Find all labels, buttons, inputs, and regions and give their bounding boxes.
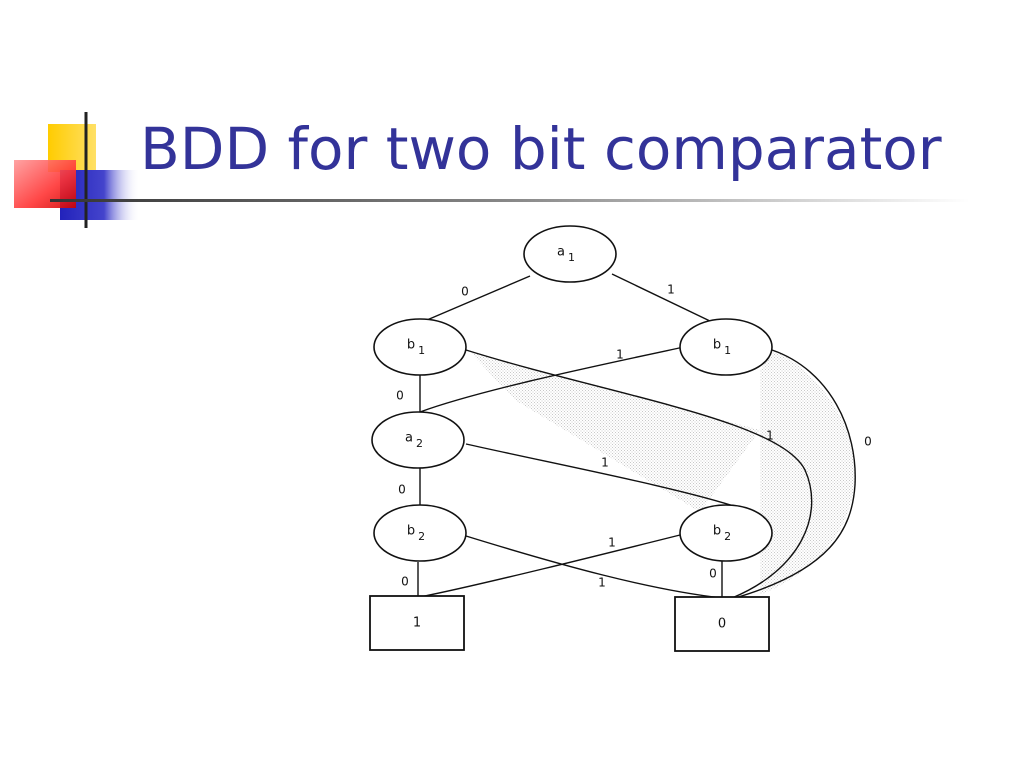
node-ellipse-b1R xyxy=(679,318,773,376)
shaded-region-right xyxy=(760,350,856,595)
terminal-box-t1 xyxy=(369,595,465,651)
edge-label-b2R-t0: 0 xyxy=(709,567,717,581)
edge-b2L-t0 xyxy=(465,535,723,599)
edge-a2-b2R xyxy=(465,443,741,509)
node-ellipse-a2 xyxy=(371,411,465,469)
terminal-box-t0 xyxy=(674,596,770,652)
edge-b2R-t1 xyxy=(419,533,685,598)
terminal-label-t1: 1 xyxy=(413,616,421,631)
corner-decoration xyxy=(14,112,140,228)
bdd-terminal-t1: 1 xyxy=(369,595,465,651)
edge-label-b1R-t0: 0 xyxy=(864,435,872,449)
edge-label-b1L-t0: 1 xyxy=(766,429,774,443)
shaded-region-middle xyxy=(470,352,760,512)
edge-b1R-a2 xyxy=(419,346,685,413)
edge-label-a2-b2R: 1 xyxy=(601,456,609,470)
node-ellipse-b2R xyxy=(679,504,773,562)
edge-label-b2L-t0: 1 xyxy=(598,576,606,590)
edges-layer xyxy=(417,273,856,599)
edge-b1L-t0 xyxy=(465,349,813,599)
edge-label-a1-b1L: 0 xyxy=(461,285,469,299)
node-ellipse-b1L xyxy=(373,318,467,376)
edge-labels-layer: 0 1 0 1 1 0 0 1 0 1 1 0 xyxy=(396,283,872,590)
terminal-label-t0: 0 xyxy=(718,617,726,632)
edge-label-b2L-t1: 0 xyxy=(401,575,409,589)
edge-label-a1-b1R: 1 xyxy=(667,283,675,297)
edge-label-b2R-t1: 1 xyxy=(608,536,616,550)
edge-a1-b1R xyxy=(611,273,713,323)
bdd-terminal-t0: 0 xyxy=(674,596,770,652)
slide-title: BDD for two bit comparator xyxy=(140,115,942,183)
edge-label-b1L-a2: 0 xyxy=(396,389,404,403)
node-ellipse-a1 xyxy=(523,225,617,283)
node-ellipse-b2L xyxy=(373,504,467,562)
edge-label-b1R-a2: 1 xyxy=(616,348,624,362)
edge-b1R-t0 xyxy=(734,349,856,599)
edge-a1-b1L xyxy=(426,275,531,321)
edge-label-a2-b2L: 0 xyxy=(398,483,406,497)
title-underline xyxy=(50,199,970,202)
